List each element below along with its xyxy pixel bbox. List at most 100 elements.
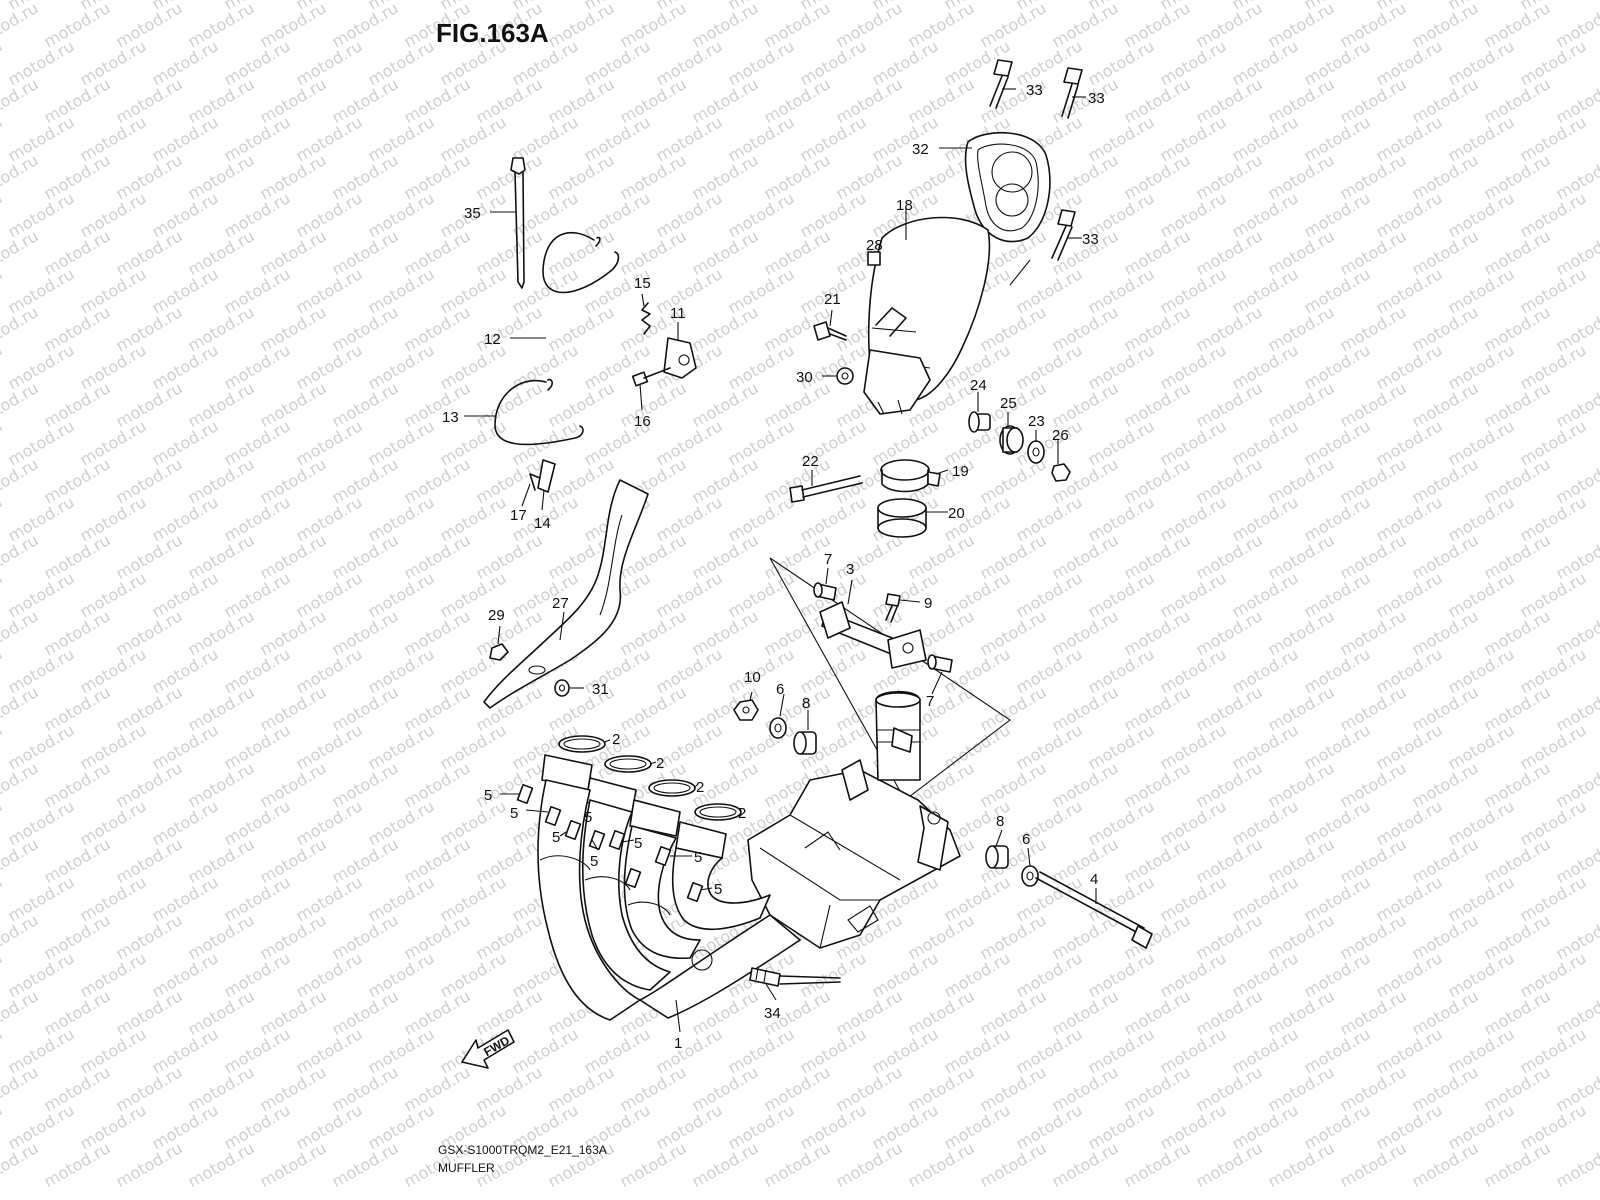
watermark-text: motod.ru [185, 1138, 258, 1191]
watermark-text: motod.ru [293, 112, 366, 165]
watermark-text: motod.ru [113, 378, 186, 431]
watermark-text: motod.ru [185, 0, 258, 51]
watermark-text: motod.ru [1121, 150, 1194, 203]
watermark-text: motod.ru [185, 302, 258, 355]
watermark-text: motod.ru [1265, 454, 1338, 507]
watermark-text: motod.ru [977, 1138, 1050, 1191]
watermark-text: motod.ru [1013, 644, 1086, 697]
watermark-text: motod.ru [1049, 758, 1122, 811]
watermark-text: motod.ru [0, 834, 42, 887]
part-32-end-cap [964, 132, 1051, 243]
watermark-text: motod.ru [1301, 796, 1374, 849]
watermark-text: motod.ru [365, 188, 438, 241]
watermark-text: motod.ru [1301, 36, 1374, 89]
watermark-text: motod.ru [113, 0, 186, 51]
watermark-text: motod.ru [5, 948, 78, 1001]
watermark-text: motod.ru [689, 1138, 762, 1191]
watermark-text: motod.ru [365, 492, 438, 545]
watermark-text: motod.ru [1373, 340, 1446, 393]
watermark-text: motod.ru [1229, 340, 1302, 393]
part-31-washer [554, 679, 570, 697]
watermark-text: motod.ru [473, 1062, 546, 1115]
watermark-text: motod.ru [329, 910, 402, 963]
part-33-bolt-c [1051, 209, 1076, 261]
figure-name: MUFFLER [438, 1161, 495, 1175]
watermark-text: motod.ru [293, 264, 366, 317]
watermark-text: motod.ru [1481, 682, 1554, 735]
watermark-text: motod.ru [1085, 1100, 1158, 1153]
watermark-text: motod.ru [653, 416, 726, 469]
callout-16: 16 [634, 413, 651, 430]
watermark-text: motod.ru [1121, 378, 1194, 431]
watermark-text: motod.ru [941, 1100, 1014, 1153]
watermark-text: motod.ru [401, 530, 474, 583]
watermark-text: motod.ru [977, 0, 1050, 51]
watermark-text: motod.ru [365, 948, 438, 1001]
watermark-text: motod.ru [1229, 264, 1302, 317]
callout-5-b: 5 [510, 805, 518, 822]
watermark-text: motod.ru [1301, 112, 1374, 165]
watermark-text: motod.ru [1517, 340, 1590, 393]
watermark-text: motod.ru [1373, 36, 1446, 89]
watermark-text: motod.ru [1301, 644, 1374, 697]
callout-2-c: 2 [696, 779, 704, 796]
watermark-text: motod.ru [1229, 1024, 1302, 1077]
watermark-text: motod.ru [1193, 1062, 1266, 1115]
watermark-text: motod.ru [1301, 948, 1374, 1001]
part-33-bolt-a [989, 59, 1013, 109]
watermark-text: motod.ru [1193, 302, 1266, 355]
watermark-text: motod.ru [0, 948, 6, 1001]
part-9-bolt [885, 593, 901, 623]
watermark-text: motod.ru [1481, 606, 1554, 659]
watermark-text: motod.ru [0, 568, 6, 621]
watermark-text: motod.ru [1085, 948, 1158, 1001]
watermark-text: motod.ru [1337, 150, 1410, 203]
watermark-text: motod.ru [653, 112, 726, 165]
callout-8-a: 8 [802, 695, 810, 712]
part-7-collar-b [927, 654, 953, 673]
callout-33-c: 33 [1082, 231, 1099, 248]
watermark-text: motod.ru [761, 1138, 834, 1191]
callout-2-b: 2 [656, 755, 664, 772]
watermark-text: motod.ru [1481, 758, 1554, 811]
callout-5-c: 5 [552, 829, 560, 846]
watermark-text: motod.ru [1121, 530, 1194, 583]
watermark-text: motod.ru [1193, 0, 1266, 51]
watermark-text: motod.ru [1373, 112, 1446, 165]
watermark-text: motod.ru [941, 644, 1014, 697]
watermark-text: motod.ru [77, 36, 150, 89]
watermark-text: motod.ru [1265, 606, 1338, 659]
watermark-text: motod.ru [509, 188, 582, 241]
watermark-text: motod.ru [1409, 1062, 1482, 1115]
part-1-exhaust-pipe [537, 690, 961, 1021]
watermark-text: motod.ru [0, 1024, 6, 1077]
watermark-text: motod.ru [185, 226, 258, 279]
callout-32: 32 [912, 141, 929, 158]
callout-2-d: 2 [738, 805, 746, 822]
watermark-text: motod.ru [1409, 378, 1482, 431]
watermark-text: motod.ru [869, 36, 942, 89]
callout-23: 23 [1028, 413, 1045, 430]
watermark-text: motod.ru [437, 340, 510, 393]
watermark-text: motod.ru [1373, 188, 1446, 241]
watermark-text: motod.ru [905, 0, 978, 51]
watermark-text: motod.ru [5, 796, 78, 849]
part-15-spring [641, 302, 651, 335]
watermark-text: motod.ru [797, 36, 870, 89]
watermark-text: motod.ru [77, 1100, 150, 1153]
watermark-text: motod.ru [401, 834, 474, 887]
watermark-text: motod.ru [365, 112, 438, 165]
watermark-text: motod.ru [1121, 986, 1194, 1039]
watermark-text: motod.ru [5, 112, 78, 165]
watermark-text: motod.ru [221, 948, 294, 1001]
watermark-text: motod.ru [329, 0, 402, 51]
watermark-text: motod.ru [1373, 1024, 1446, 1077]
watermark-text: motod.ru [761, 1062, 834, 1115]
watermark-text: motod.ru [221, 264, 294, 317]
part-8-grommet [793, 731, 817, 755]
watermark-text: motod.ru [1229, 872, 1302, 925]
watermark-text: motod.ru [1193, 454, 1266, 507]
callout-6-b: 6 [1022, 831, 1030, 848]
watermark-text: motod.ru [1337, 530, 1410, 583]
watermark-text: motod.ru [473, 150, 546, 203]
